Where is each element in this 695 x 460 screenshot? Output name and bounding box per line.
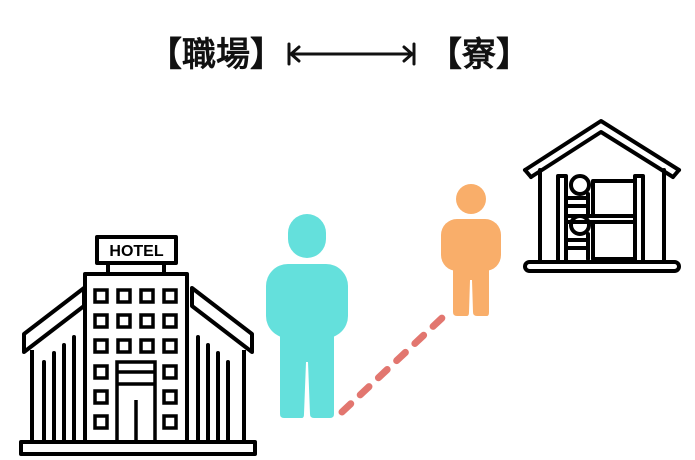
double-arrow-icon (287, 42, 416, 66)
hotel-building-icon: HOTEL (19, 235, 257, 456)
hotel-sign-text: HOTEL (109, 243, 163, 260)
person-far-icon (441, 184, 501, 316)
person-near-icon (266, 214, 348, 418)
workplace-label: 【職場】 (148, 35, 284, 75)
dashed-path (338, 314, 446, 416)
dormitory-bunk-bed-house-icon (523, 119, 681, 273)
dormitory-label: 【寮】 (428, 35, 530, 75)
